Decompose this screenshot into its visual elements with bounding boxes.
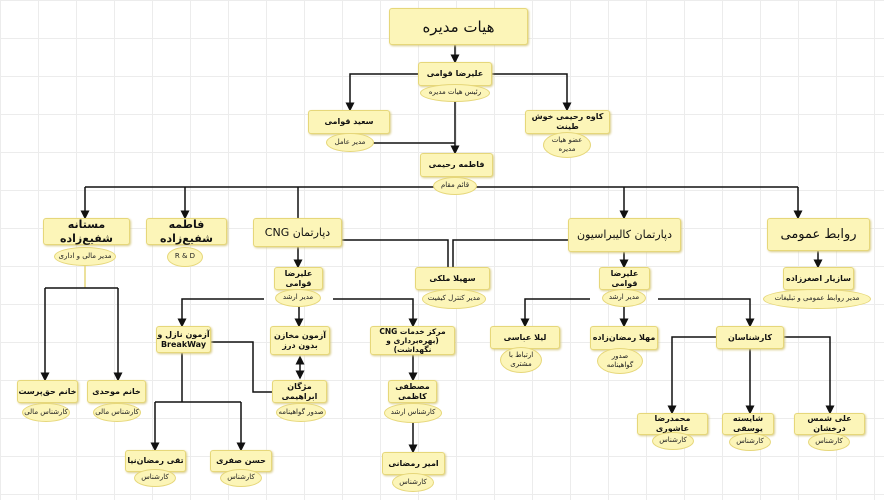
mohammadreza-role: کارشناس: [652, 432, 694, 450]
mahla-node[interactable]: مهلا رمضان‌زاده: [590, 326, 658, 350]
hasan-role: کارشناس: [220, 469, 262, 487]
fatemeh-rahimi-node[interactable]: فاطمه رحیمی: [420, 153, 493, 177]
mojgan-role: صدور گواهینامه: [276, 403, 326, 422]
mastaneh-node[interactable]: مستانه شفیع‌زاده: [43, 218, 130, 245]
haghparast-role: کارشناس مالی: [22, 403, 70, 422]
alireza-calibration-role: مدیر ارشد: [602, 289, 646, 307]
alireza-cng-node[interactable]: علیرضا قوامی: [274, 267, 323, 290]
amir-node[interactable]: امیر رمضانی: [382, 452, 445, 475]
mostafa-node[interactable]: مصطفی کاظمی: [388, 380, 437, 403]
mastaneh-role: مدیر مالی و اداری: [54, 247, 116, 266]
sohaila-node[interactable]: سهیلا ملکی: [415, 267, 490, 290]
amir-role: کارشناس: [392, 473, 434, 492]
cng-service-center-node[interactable]: مرکز خدمات CNG (بهره‌برداری و نگهداشت): [370, 326, 455, 355]
mostafa-role: کارشناس ارشد: [384, 403, 442, 423]
tank-test-node[interactable]: آزمون مخازن بدون درز: [270, 326, 330, 355]
board-of-directors-node[interactable]: هیات مدیره: [389, 8, 528, 45]
public-relations-node[interactable]: روابط عمومی: [767, 218, 870, 251]
shayesteh-node[interactable]: شایسته یوسفی: [722, 413, 774, 435]
leila-role: ارتباط با مشتری: [500, 347, 542, 373]
saziar-role: مدیر روابط عمومی و تبلیغات: [763, 289, 871, 309]
saziar-node[interactable]: سازیار اصغرزاده: [783, 267, 854, 290]
ceo-node[interactable]: علیرضا قوامی: [418, 62, 492, 86]
movahhedi-node[interactable]: خانم موحدی: [87, 380, 146, 403]
fatemeh-shafi-node[interactable]: فاطمه شفیع‌زاده: [146, 218, 227, 245]
taghi-role: کارشناس: [134, 469, 176, 487]
alireza-cng-role: مدیر ارشد: [275, 289, 321, 307]
fatemeh-rahimi-role: قائم مقام: [433, 177, 477, 195]
experts-node[interactable]: کارشناسان: [716, 326, 784, 349]
ali-shams-node[interactable]: علی شمس درخشان: [794, 413, 865, 435]
saeed-node[interactable]: سعید قوامی: [308, 110, 390, 134]
mojgan-node[interactable]: مژگان ابراهیمی: [272, 380, 327, 403]
shayesteh-role: کارشناس: [729, 433, 771, 451]
alireza-calibration-node[interactable]: علیرضا قوامی: [599, 267, 650, 290]
ali-shams-role: کارشناس: [808, 433, 850, 451]
saeed-role: مدیر عامل: [326, 133, 374, 152]
fatemeh-shafi-role: R & D: [167, 247, 203, 267]
leila-node[interactable]: لیلا عباسی: [490, 326, 560, 349]
kaveh-node[interactable]: کاوه رحیمی خوش طینت: [525, 110, 610, 134]
movahhedi-role: کارشناس مالی: [93, 403, 141, 422]
calibration-department-node[interactable]: دپارتمان کالیبراسیون: [568, 218, 681, 252]
mahla-role: صدور گواهینامه: [597, 348, 643, 374]
breakway-test-node[interactable]: آزمون نازل و BreakWay: [156, 326, 211, 353]
kaveh-role: عضو هیات مدیره: [543, 132, 591, 158]
sohaila-role: مدیر کنترل کیفیت: [422, 289, 486, 309]
ceo-role: رئیس هیات مدیره: [420, 84, 490, 102]
cng-department-node[interactable]: دپارتمان CNG: [253, 218, 342, 247]
haghparast-node[interactable]: خانم حق‌پرست: [17, 380, 78, 403]
